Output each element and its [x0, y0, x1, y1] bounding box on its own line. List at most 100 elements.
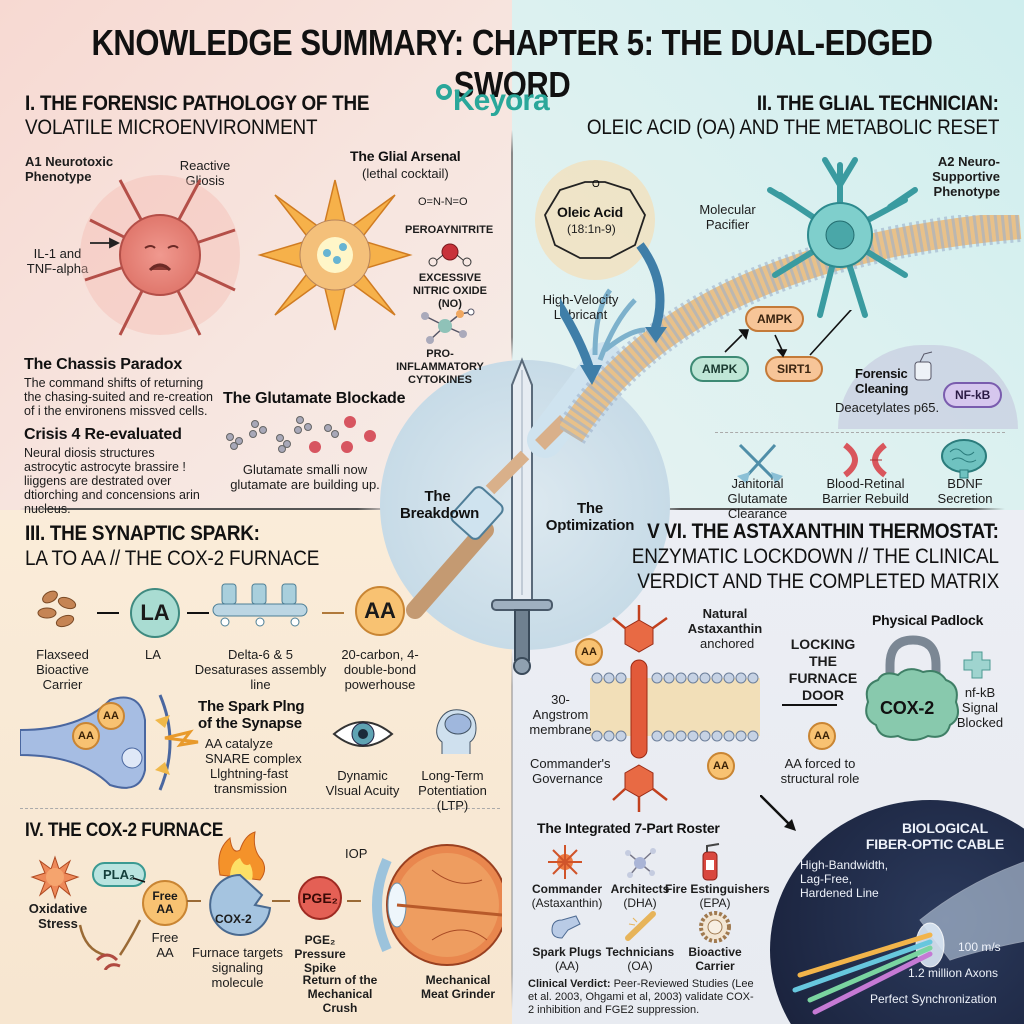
crisis-title: Crisis 4 Re-evaluated — [24, 426, 182, 443]
roster-bioactive-agent: Carrier — [695, 959, 735, 973]
chain-arrow-1 — [97, 612, 119, 614]
meat-grinder-label: Mechanical Meat Grinder — [420, 973, 495, 1001]
roster-spark-plugs-agent: (AA) — [555, 959, 579, 973]
section1-subheading: VOLATILE MICROENVIRONMENT — [25, 116, 318, 139]
divider-bottom — [511, 650, 513, 1010]
membrane-label: 30-Angstrom membrane — [529, 692, 592, 737]
roster-architects: Architects — [610, 882, 670, 896]
oleic-acid-name: Oleic Acid — [557, 204, 623, 220]
chassis-paradox-title: The Chassis Paradox — [24, 356, 183, 373]
free-aa-badge-2: AA — [707, 752, 735, 780]
iv-arrow-2 — [272, 900, 290, 902]
logo-text: Keyora — [453, 84, 550, 117]
governance-label: Commander's Governance — [530, 756, 611, 786]
a1-phenotype-label: A1 Neurotoxic Phenotype — [25, 154, 114, 184]
page-title: KNOWLEDGE SUMMARY: CHAPTER 5: THE DUAL-E… — [91, 22, 933, 105]
iop-label: IOP — [345, 846, 368, 861]
free-aa-arrows-icon — [78, 877, 146, 970]
forced-aa-badge: AA — [808, 722, 836, 750]
nitric-oxide-label: EXCESSIVE NITRIC OXIDE (NO) — [413, 272, 487, 310]
ltp-label: Long-Term Potentiation (LTP) — [418, 768, 487, 813]
roster-technicians-agent: (OA) — [627, 959, 653, 973]
spark-body-3: Llghtning-fast — [210, 766, 289, 781]
padlock-cox2: COX-2 — [880, 698, 935, 718]
glutamate-body: Glutamate smalli now glutamate are build… — [230, 462, 380, 492]
roster-bioactive: Bioactive — [688, 945, 742, 959]
nfkb-cross-icon — [963, 651, 991, 679]
wand-icon — [625, 911, 656, 941]
a2-phenotype-label: A2 Neuro-Supportive Phenotype — [932, 154, 1000, 199]
head-brain-icon — [436, 709, 477, 754]
section5-heading: V VI. THE ASTAXANTHIN THERMOSTAT: — [647, 520, 999, 543]
glutamate-molecules-icon — [226, 416, 376, 453]
brand-logo: Keyora — [436, 84, 550, 118]
locking-arrow — [782, 704, 837, 706]
section3-subheading: LA TO AA // THE COX-2 FURNACE — [25, 547, 320, 570]
a1-astrocyte-icon — [80, 175, 240, 336]
lipid-bilayer-icon — [590, 605, 760, 812]
crisis-body: Neural diosis structures astrocytic astr… — [24, 446, 200, 516]
fiber-axons: 1.2 million Axons — [908, 966, 999, 980]
pla2-badge: PLA₂ — [92, 862, 146, 887]
roster-title: The Integrated 7-Part Roster — [537, 820, 720, 836]
divider-left — [20, 508, 395, 510]
flaxseed-label: Flaxseed Bioactive Carrier — [36, 647, 89, 692]
cytokine-label: IL-1 and TNF-alpha — [26, 246, 89, 276]
chain-arrow-3 — [322, 612, 344, 614]
oleic-acid-formula: (18:1n-9) — [567, 222, 616, 236]
dashed-divider-3-4 — [20, 808, 500, 809]
seeds-icon — [37, 590, 77, 628]
pathway-arrows-icon — [724, 310, 852, 358]
spray-bottle-icon — [914, 351, 933, 381]
la-label: LA — [145, 647, 161, 662]
synapse-aa-badge-1: AA — [97, 702, 125, 730]
clinical-verdict: Clinical Verdict: Peer-Reviewed Studies … — [528, 978, 758, 1017]
molecular-pacifier-label: Molecular Pacifier — [699, 202, 756, 232]
fiber-sync: Perfect Synchronization — [870, 992, 997, 1006]
fiber-pointer-arrow-icon — [760, 795, 796, 831]
a2-astrocyte-icon — [767, 157, 918, 318]
molecule-icon — [625, 848, 656, 878]
pge2-badge: PGE₂ — [298, 876, 342, 920]
spark-plug-title: The Spark Plng of the Synapse — [198, 698, 305, 732]
return-crush-label: Return of the Mechanical Crush — [302, 973, 378, 1015]
fiber-optic-cable-icon — [792, 861, 1024, 1015]
nfkb-badge: NF-kB — [943, 382, 1003, 408]
astaxanthin-sub: anchored — [700, 636, 755, 651]
key-icon — [436, 84, 452, 100]
pathway-ampk-bottom: AMPK — [690, 356, 750, 382]
roster-spark-plugs: Spark Plugs — [532, 945, 602, 959]
section4-heading: IV. THE COX-2 FURNACE — [25, 820, 223, 841]
eye-icon — [332, 721, 394, 747]
explosion-icon — [257, 179, 413, 331]
roster-commander: Commander — [531, 882, 602, 896]
section5-subheading-2: VERDICT AND THE COMPLETED MATRIX — [637, 570, 999, 593]
outcome-barrier-rebuild: Blood-Retinal Barrier Rebuild — [822, 476, 909, 506]
spark-body-1: AA catalyze — [205, 736, 273, 751]
section2-heading: II. THE GLIAL TECHNICIAN: — [757, 92, 999, 115]
cox2-furnace-label: COX-2 — [215, 912, 252, 926]
outcome-glutamate-clearance: Janitorial Glutamate Clearance — [727, 476, 788, 521]
pathway-ampk-top: AMPK — [745, 306, 805, 332]
cytokines-label: PRO-INFLAMMATORY CYTOKINES — [396, 348, 484, 386]
barrier-icon — [843, 442, 887, 478]
fiber-speed: 100 m/s — [958, 940, 1001, 954]
pge2-label: PGE₂ Pressure Spike — [294, 933, 346, 975]
glial-arsenal-subtitle: (lethal cocktail) — [362, 166, 449, 181]
visual-acuity-label: Dynamic Vlsual Acuity — [325, 768, 400, 798]
roster-architects-agent: (DHA) — [623, 896, 657, 910]
powerhouse-label: 20-carbon, 4-double-bond powerhouse — [341, 647, 419, 692]
fire-extinguisher-icon — [702, 843, 720, 881]
iv-arrow-1 — [187, 900, 201, 902]
chain-arrow-2 — [187, 612, 209, 614]
section5-subheading-1: ENZYMATIC LOCKDOWN // THE CLINICAL — [631, 545, 999, 568]
roster-fire-extinguishers-agent: (EPA) — [699, 896, 731, 910]
astaxanthin-title: Natural Astaxanthin — [687, 606, 763, 636]
outcome-bdnf: BDNF Secretion — [937, 476, 993, 506]
divider-top — [511, 130, 513, 360]
oxidative-stress-icon — [30, 855, 80, 900]
fiber-title-1: BIOLOGICAL — [902, 820, 988, 836]
chassis-paradox-body: The command shifts of returning the chas… — [24, 376, 214, 418]
la-badge: LA — [130, 588, 180, 638]
nfkb-blocked-label: nf-kB Signal Blocked — [956, 685, 1004, 730]
